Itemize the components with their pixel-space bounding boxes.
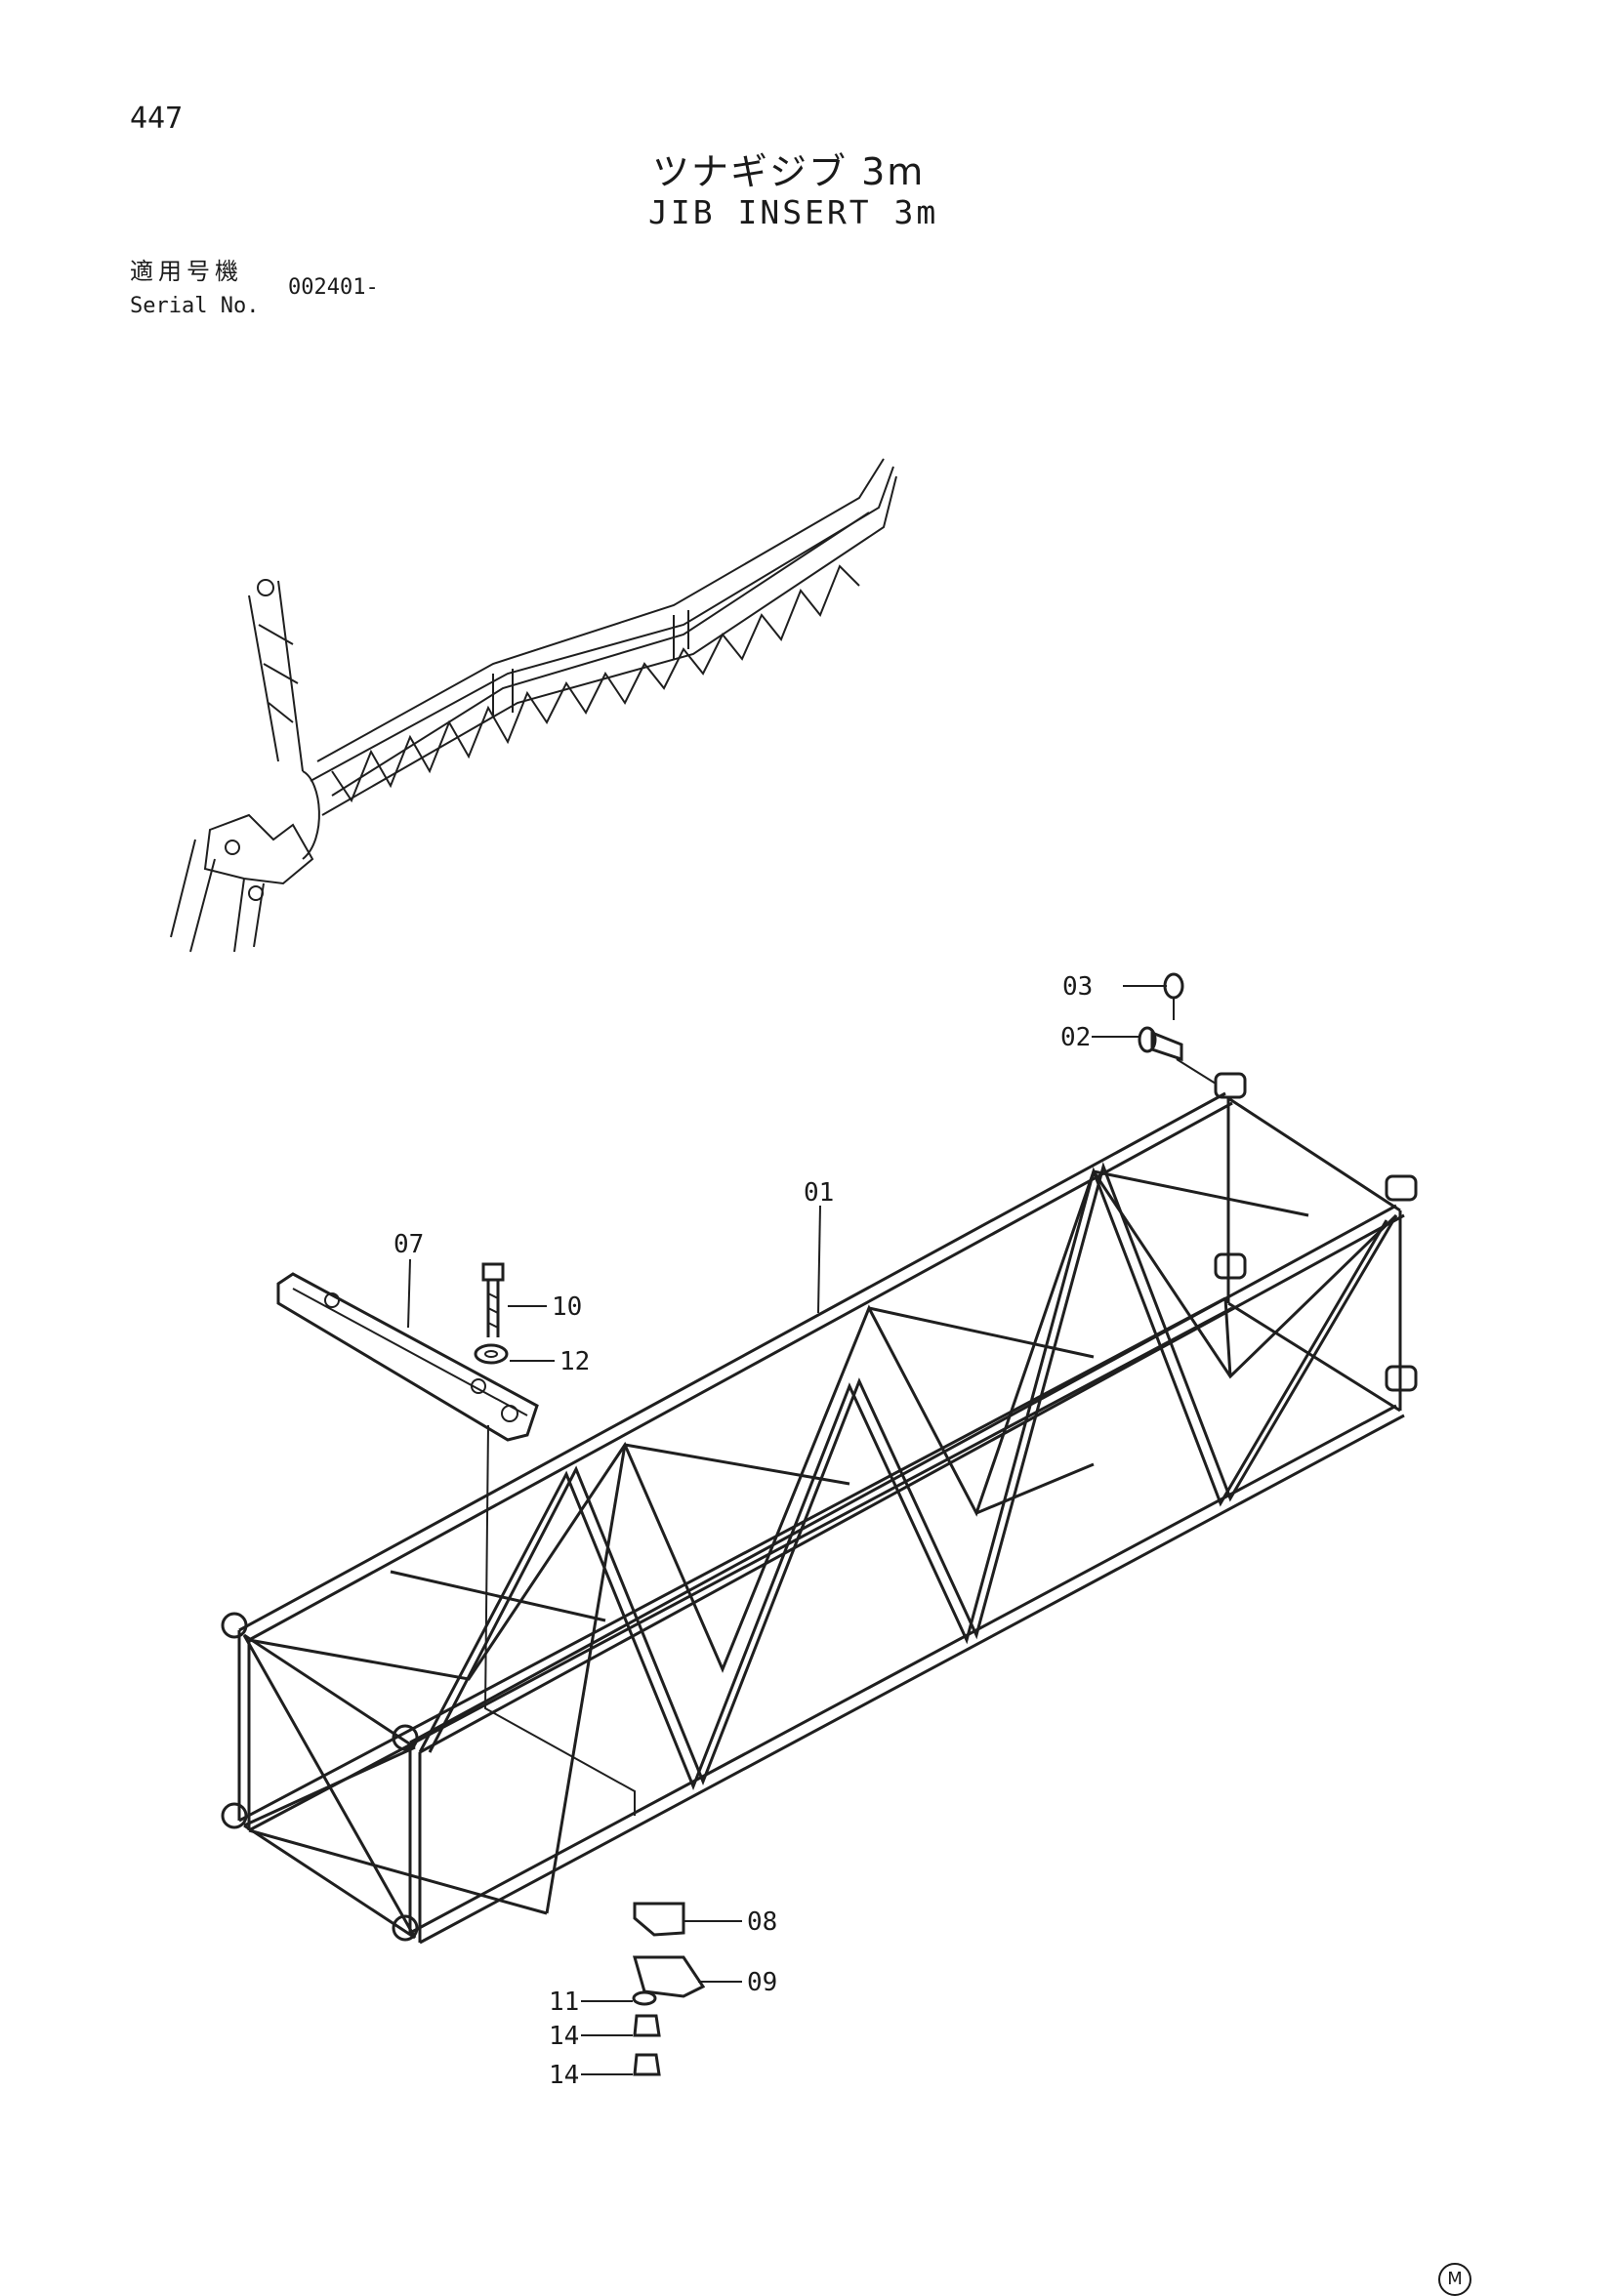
callout-07: 07 — [393, 1230, 424, 1259]
part-07-bracket — [276, 1272, 636, 1816]
callout-01: 01 — [804, 1178, 834, 1208]
part-10-12-bolt-washer — [474, 1262, 509, 1365]
callout-09: 09 — [747, 1968, 777, 1997]
callout-08: 08 — [747, 1907, 777, 1937]
callout-leader-lines — [407, 985, 1167, 2075]
manufacturer-mark-symbol: M — [1438, 2263, 1471, 2296]
part-02-03-pin — [1138, 972, 1217, 1085]
callout-10: 10 — [552, 1292, 582, 1322]
callout-11: 11 — [549, 1988, 579, 2017]
serial-label-english: Serial No. — [130, 294, 260, 318]
serial-number-value: 002401- — [288, 275, 379, 300]
crane-overview-illustration — [170, 458, 897, 953]
callout-03: 03 — [1062, 972, 1093, 1002]
page-title-english: JIB INSERT 3m — [648, 193, 939, 231]
callout-02: 02 — [1060, 1023, 1091, 1052]
serial-label-japanese: 適用号機 — [130, 258, 243, 285]
jib-insert-lattice — [221, 1072, 1418, 1945]
part-08-09-11-14-clamp-assembly — [632, 1902, 706, 2076]
callout-14-b: 14 — [549, 2061, 579, 2090]
callout-12: 12 — [559, 1347, 590, 1376]
page-number: 447 — [130, 102, 184, 136]
callout-14-a: 14 — [549, 2022, 579, 2051]
page-title-japanese: ツナギジブ 3m — [652, 150, 926, 193]
